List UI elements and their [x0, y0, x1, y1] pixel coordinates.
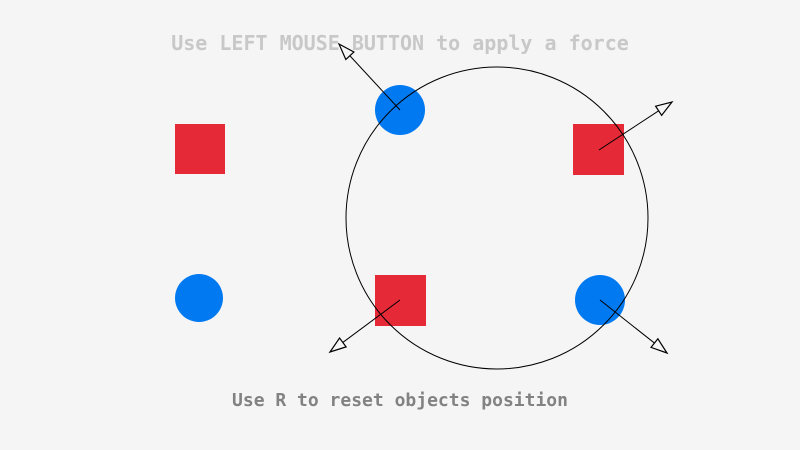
force-arrow-head [654, 100, 674, 117]
instruction-reset: Use R to reset objects position [232, 390, 568, 411]
force-arrow-shaft [342, 299, 401, 343]
instruction-apply-force: Use LEFT MOUSE BUTTON to apply a force [171, 31, 629, 55]
force-arrow-head [328, 337, 348, 354]
force-arrow-shaft [598, 110, 659, 151]
blue-ball[interactable] [175, 274, 223, 322]
force-arrow-shaft [599, 299, 655, 344]
red-box[interactable] [175, 124, 225, 174]
red-box[interactable] [375, 275, 426, 326]
force-arrow-head [650, 337, 669, 355]
red-box[interactable] [573, 124, 624, 175]
force-arrow-shaft [349, 55, 401, 111]
force-arrow-head [337, 42, 355, 61]
force-radius-outline [345, 66, 649, 370]
